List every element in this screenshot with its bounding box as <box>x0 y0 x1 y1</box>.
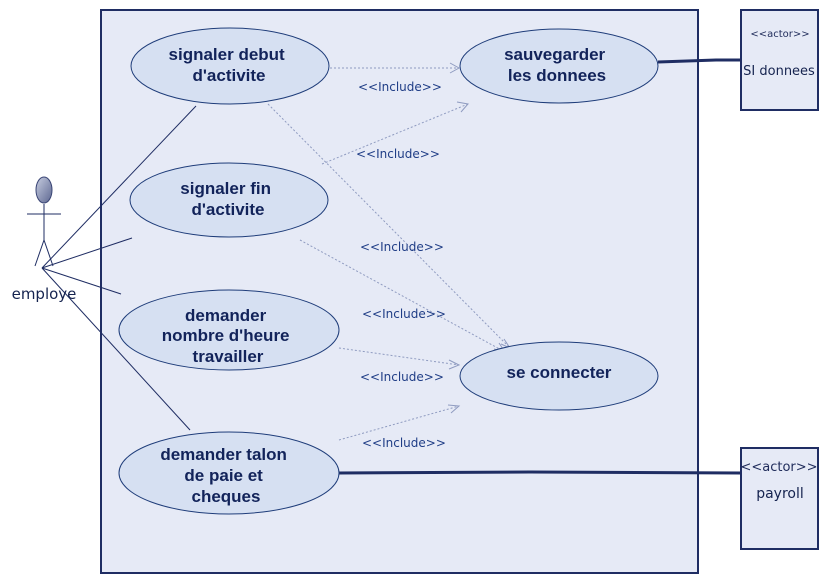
actor-payroll[interactable]: <<actor>> payroll <box>740 447 819 550</box>
usecase-demander-nombre[interactable]: demander nombre d'heure travailler <box>118 289 340 371</box>
usecase-label: signaler debut d'activite <box>169 45 290 85</box>
usecase-label-line: demander talon <box>160 445 287 464</box>
stick-figure-icon <box>27 204 61 267</box>
actor-stereotype: <<actor>> <box>740 460 817 475</box>
include-line-6 <box>338 405 460 441</box>
include-lines <box>267 67 511 441</box>
include-line-5 <box>338 347 460 366</box>
usecase-label: signaler fin d'activite <box>180 179 275 219</box>
usecase-label-line: nombre d'heure <box>162 326 290 345</box>
usecase-shape <box>130 27 330 105</box>
actor-box <box>740 447 819 550</box>
usecase-label-line: d'activite <box>191 200 264 219</box>
actor-left-leg <box>34 239 45 267</box>
usecase-signaler-fin[interactable]: signaler fin d'activite <box>129 162 329 238</box>
actor-si-donnees-label: SI donnees <box>743 64 815 79</box>
usecase-shape <box>118 289 340 371</box>
usecase-label-line: travailler <box>193 347 264 366</box>
usecase-sauvegarder[interactable]: sauvegarder les donnees <box>459 28 659 104</box>
actor-stereotype: <<actor>> <box>750 29 809 40</box>
include-label: <<Include>> <box>362 436 446 450</box>
usecase-demander-talon[interactable]: demander talon de paie et cheques <box>118 431 340 515</box>
actor-head <box>35 176 53 204</box>
usecase-label-line: signaler fin <box>180 179 271 198</box>
include-label: <<Include>> <box>360 370 444 384</box>
usecase-label: se connecter <box>507 363 612 382</box>
usecase-label-line: les donnees <box>508 66 606 85</box>
assoc-demander-nombre <box>41 267 122 295</box>
usecase-shape <box>459 28 659 104</box>
employee-associations <box>41 105 197 431</box>
usecase-shape <box>459 341 659 411</box>
arrowhead-6 <box>447 404 461 414</box>
usecase-label-line: de paie et <box>184 466 263 485</box>
assoc-payroll <box>338 470 742 475</box>
actor-box <box>740 9 819 111</box>
assoc-signaler-fin <box>41 237 133 269</box>
include-line-3 <box>267 103 511 349</box>
include-labels: <<Include>> <<Include>> <<Include>> <<In… <box>356 80 446 450</box>
usecase-label-line: signaler debut <box>169 45 286 64</box>
include-label: <<Include>> <box>358 80 442 94</box>
usecase-label-line: demander <box>185 306 267 325</box>
assoc-signaler-debut <box>41 105 197 269</box>
usecase-label-line: cheques <box>192 487 261 506</box>
include-label: <<Include>> <box>362 307 446 321</box>
actor-si-donnees[interactable]: <<actor>> SI donnees <box>740 9 819 111</box>
actor-employee-label: employe <box>12 285 77 303</box>
assoc-demander-talon <box>41 267 191 431</box>
usecase-signaler-debut[interactable]: signaler debut d'activite <box>130 27 330 105</box>
assoc-si-donnees <box>657 58 741 64</box>
arrowhead-2 <box>456 101 469 113</box>
actor-employee[interactable]: employe <box>12 176 77 303</box>
usecase-label: demander nombre d'heure travailler <box>162 306 295 366</box>
usecase-label: sauvegarder les donnees <box>504 45 610 85</box>
actor-payroll-label: payroll <box>756 486 804 502</box>
arrowhead-1 <box>449 62 461 74</box>
include-label: <<Include>> <box>360 240 444 254</box>
actor-right-leg <box>43 239 54 267</box>
arrowhead-5 <box>448 359 461 370</box>
usecase-se-connecter[interactable]: se connecter <box>459 341 659 411</box>
include-label: <<Include>> <box>356 147 440 161</box>
usecase-label-line: sauvegarder <box>504 45 605 64</box>
include-line-4 <box>299 239 506 353</box>
usecase-shape <box>118 431 340 515</box>
usecase-label: demander talon de paie et cheques <box>160 445 291 506</box>
usecase-shape <box>129 162 329 238</box>
usecase-label-line: d'activite <box>192 66 265 85</box>
